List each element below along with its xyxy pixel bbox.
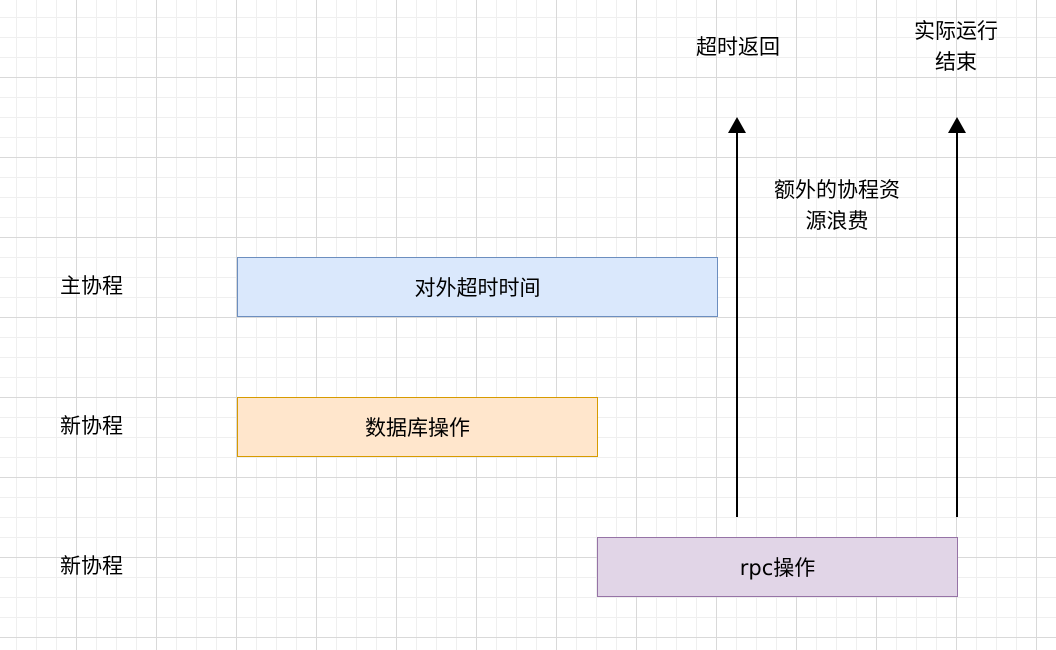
row-label-new-coroutine-rpc: 新协程 bbox=[60, 554, 123, 578]
bar-database-operation-label: 数据库操作 bbox=[365, 416, 470, 440]
timeout-return-arrow bbox=[728, 117, 746, 517]
actual-end-arrow bbox=[948, 117, 966, 517]
bar-rpc-operation-label: rpc操作 bbox=[739, 556, 816, 580]
bar-external-timeout: 对外超时时间 bbox=[237, 257, 718, 317]
actual-end-label-line-2: 结束 bbox=[935, 50, 977, 74]
bar-rpc-operation: rpc操作 bbox=[597, 537, 958, 597]
row-label-main-coroutine: 主协程 bbox=[60, 274, 123, 298]
bar-external-timeout-label: 对外超时时间 bbox=[414, 276, 541, 300]
extra-waste-label-line-1: 额外的协程资 bbox=[774, 178, 900, 202]
actual-end-label-line-1: 实际运行 bbox=[914, 19, 998, 43]
actual-end-label: 实际运行 结束 bbox=[886, 16, 1026, 78]
row-label-new-coroutine-db: 新协程 bbox=[60, 414, 123, 438]
timeout-return-label: 超时返回 bbox=[696, 35, 780, 59]
extra-waste-label-line-2: 源浪费 bbox=[805, 209, 869, 233]
extra-waste-label: 额外的协程资 源浪费 bbox=[752, 175, 922, 237]
bar-database-operation: 数据库操作 bbox=[237, 397, 598, 457]
